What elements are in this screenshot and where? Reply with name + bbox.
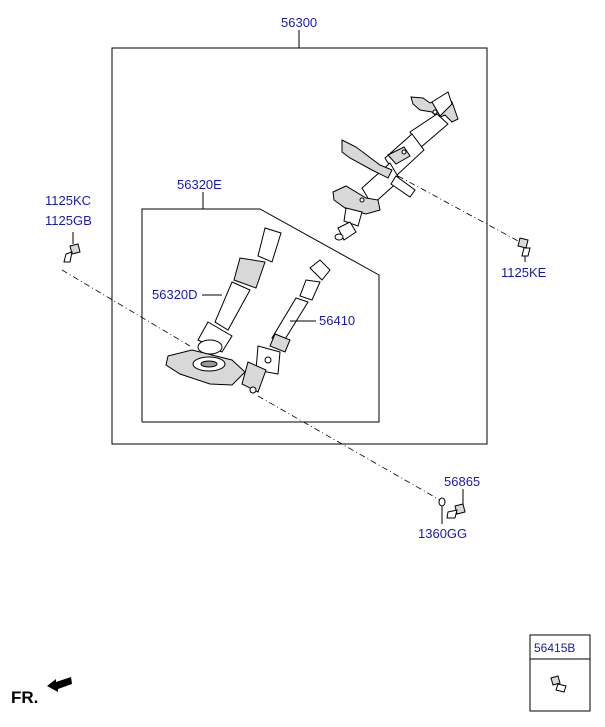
leader-right bbox=[397, 175, 521, 243]
label-1360GG[interactable]: 1360GG bbox=[418, 526, 467, 541]
label-56865[interactable]: 56865 bbox=[444, 474, 480, 489]
label-56410[interactable]: 56410 bbox=[319, 313, 355, 328]
front-arrow-icon bbox=[47, 677, 72, 692]
label-56320D[interactable]: 56320D bbox=[152, 287, 198, 302]
label-1125GB[interactable]: 1125GB bbox=[45, 213, 92, 228]
label-1125KE[interactable]: 1125KE bbox=[501, 265, 547, 280]
label-56320E[interactable]: 56320E bbox=[177, 177, 222, 192]
bolt-bottom-part bbox=[438, 497, 466, 519]
front-label: FR. bbox=[11, 688, 38, 707]
lower-shaft-part bbox=[165, 227, 282, 386]
bolt-right-part bbox=[517, 237, 531, 257]
inset-bolt-part bbox=[550, 675, 567, 693]
label-1125KC[interactable]: 1125KC bbox=[45, 193, 91, 208]
leader-bottom bbox=[257, 395, 441, 501]
upper-column-part bbox=[332, 91, 459, 241]
inset-box bbox=[529, 634, 591, 712]
label-56300[interactable]: 56300 bbox=[281, 15, 317, 30]
label-56415B[interactable]: 56415B bbox=[534, 641, 575, 655]
bolt-left-part bbox=[63, 243, 81, 263]
subassembly-frame bbox=[141, 208, 380, 423]
leader-left bbox=[61, 269, 191, 347]
